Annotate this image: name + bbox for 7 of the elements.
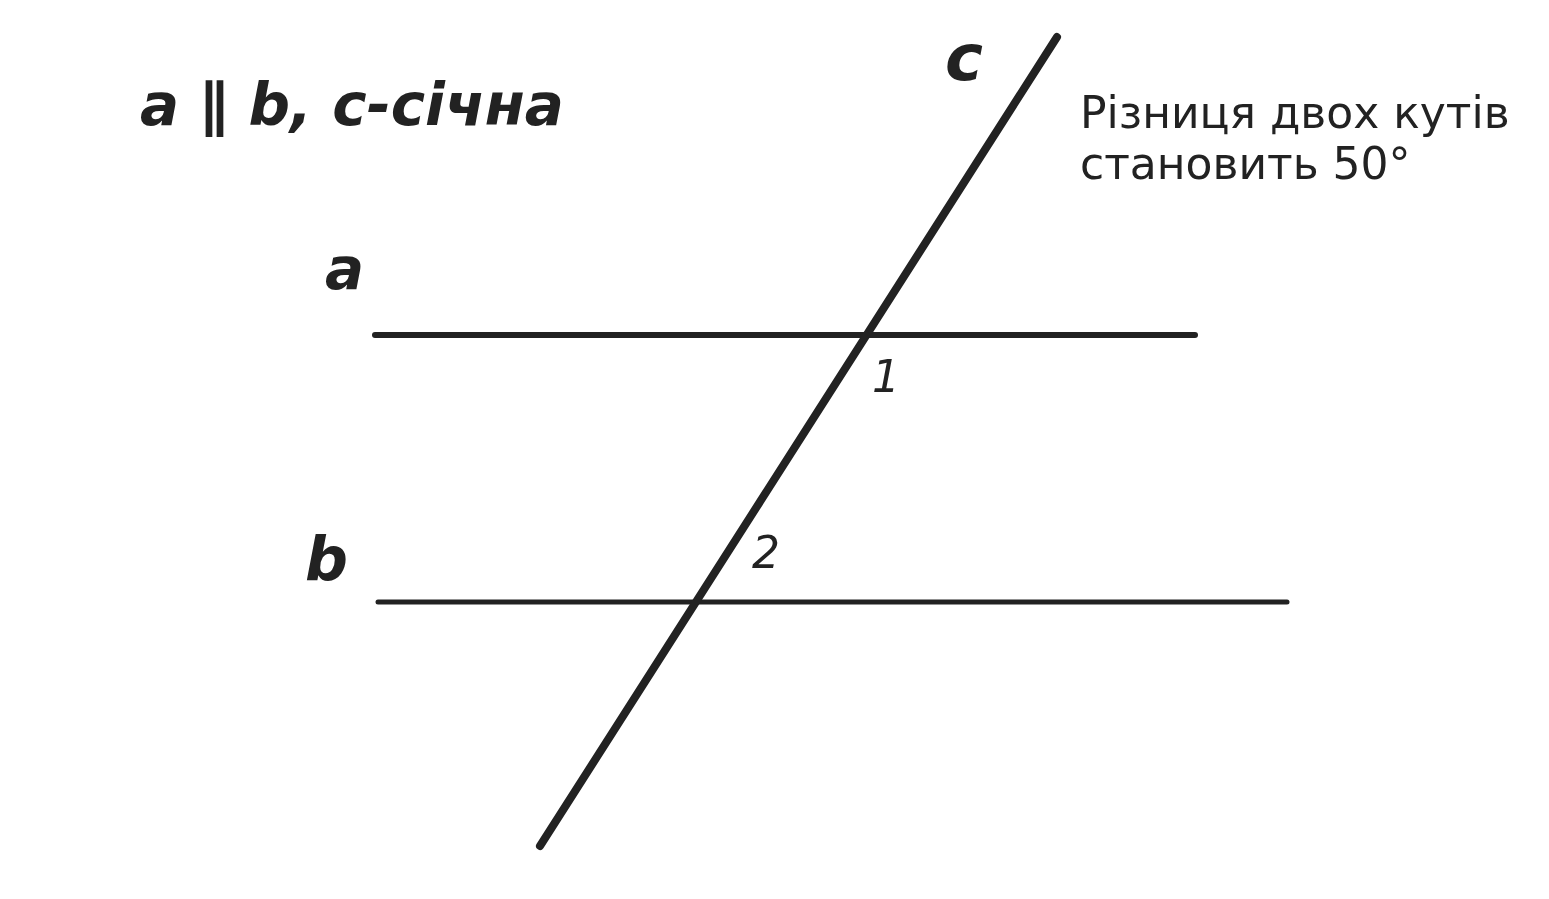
- line-name: c: [945, 22, 983, 96]
- angle-number: 1: [872, 352, 900, 403]
- note: Різниця двох кутів становить 50°: [1080, 88, 1511, 190]
- angle-number: 2: [752, 528, 780, 579]
- line-name: b: [305, 525, 348, 594]
- line-name: a: [325, 236, 365, 303]
- title: a ∥ b, c-січна: [140, 72, 564, 139]
